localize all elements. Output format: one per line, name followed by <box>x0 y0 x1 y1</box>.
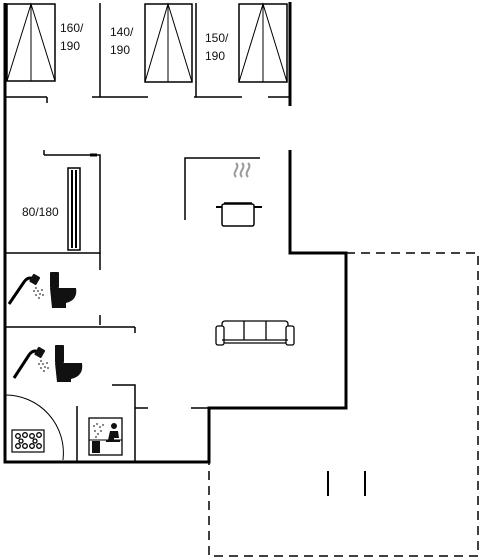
bedroom-3: 150/ 190 <box>205 2 288 83</box>
terrace-posts <box>327 471 366 496</box>
outer-walls <box>3 2 348 464</box>
toilet-icon <box>55 345 83 382</box>
single-bed-icon <box>144 2 193 83</box>
bed-size-bottom: 190 <box>110 43 130 57</box>
single-bed-icon <box>238 2 288 83</box>
shower-icon <box>7 273 44 305</box>
door-swing <box>4 394 64 461</box>
bed-size-top: 140/ <box>110 25 134 39</box>
interior-walls <box>5 3 290 462</box>
bedroom-1: 160/ 190 <box>6 2 84 82</box>
bedroom-2: 140/ 190 <box>110 2 193 83</box>
sauna-icon <box>88 417 123 456</box>
bed-size-bottom: 190 <box>205 49 225 63</box>
cooking-pot-icon <box>216 162 262 227</box>
bed-size-top: 150/ <box>205 31 229 45</box>
bathroom-2 <box>12 345 83 382</box>
toilet-icon <box>50 272 77 308</box>
bed-size-bottom: 190 <box>60 39 80 53</box>
sofa-icon <box>215 320 295 346</box>
terrace-outline <box>208 252 479 557</box>
whirlpool-icon <box>11 429 45 453</box>
shower-icon <box>12 346 49 379</box>
bed-size-top: 160/ <box>60 21 84 35</box>
single-bed-icon <box>6 2 56 82</box>
bed-size: 80/180 <box>22 205 59 219</box>
bunk-bed-icon <box>67 167 81 251</box>
bathroom-1 <box>7 272 77 308</box>
bedroom-4: 80/180 <box>22 167 81 251</box>
